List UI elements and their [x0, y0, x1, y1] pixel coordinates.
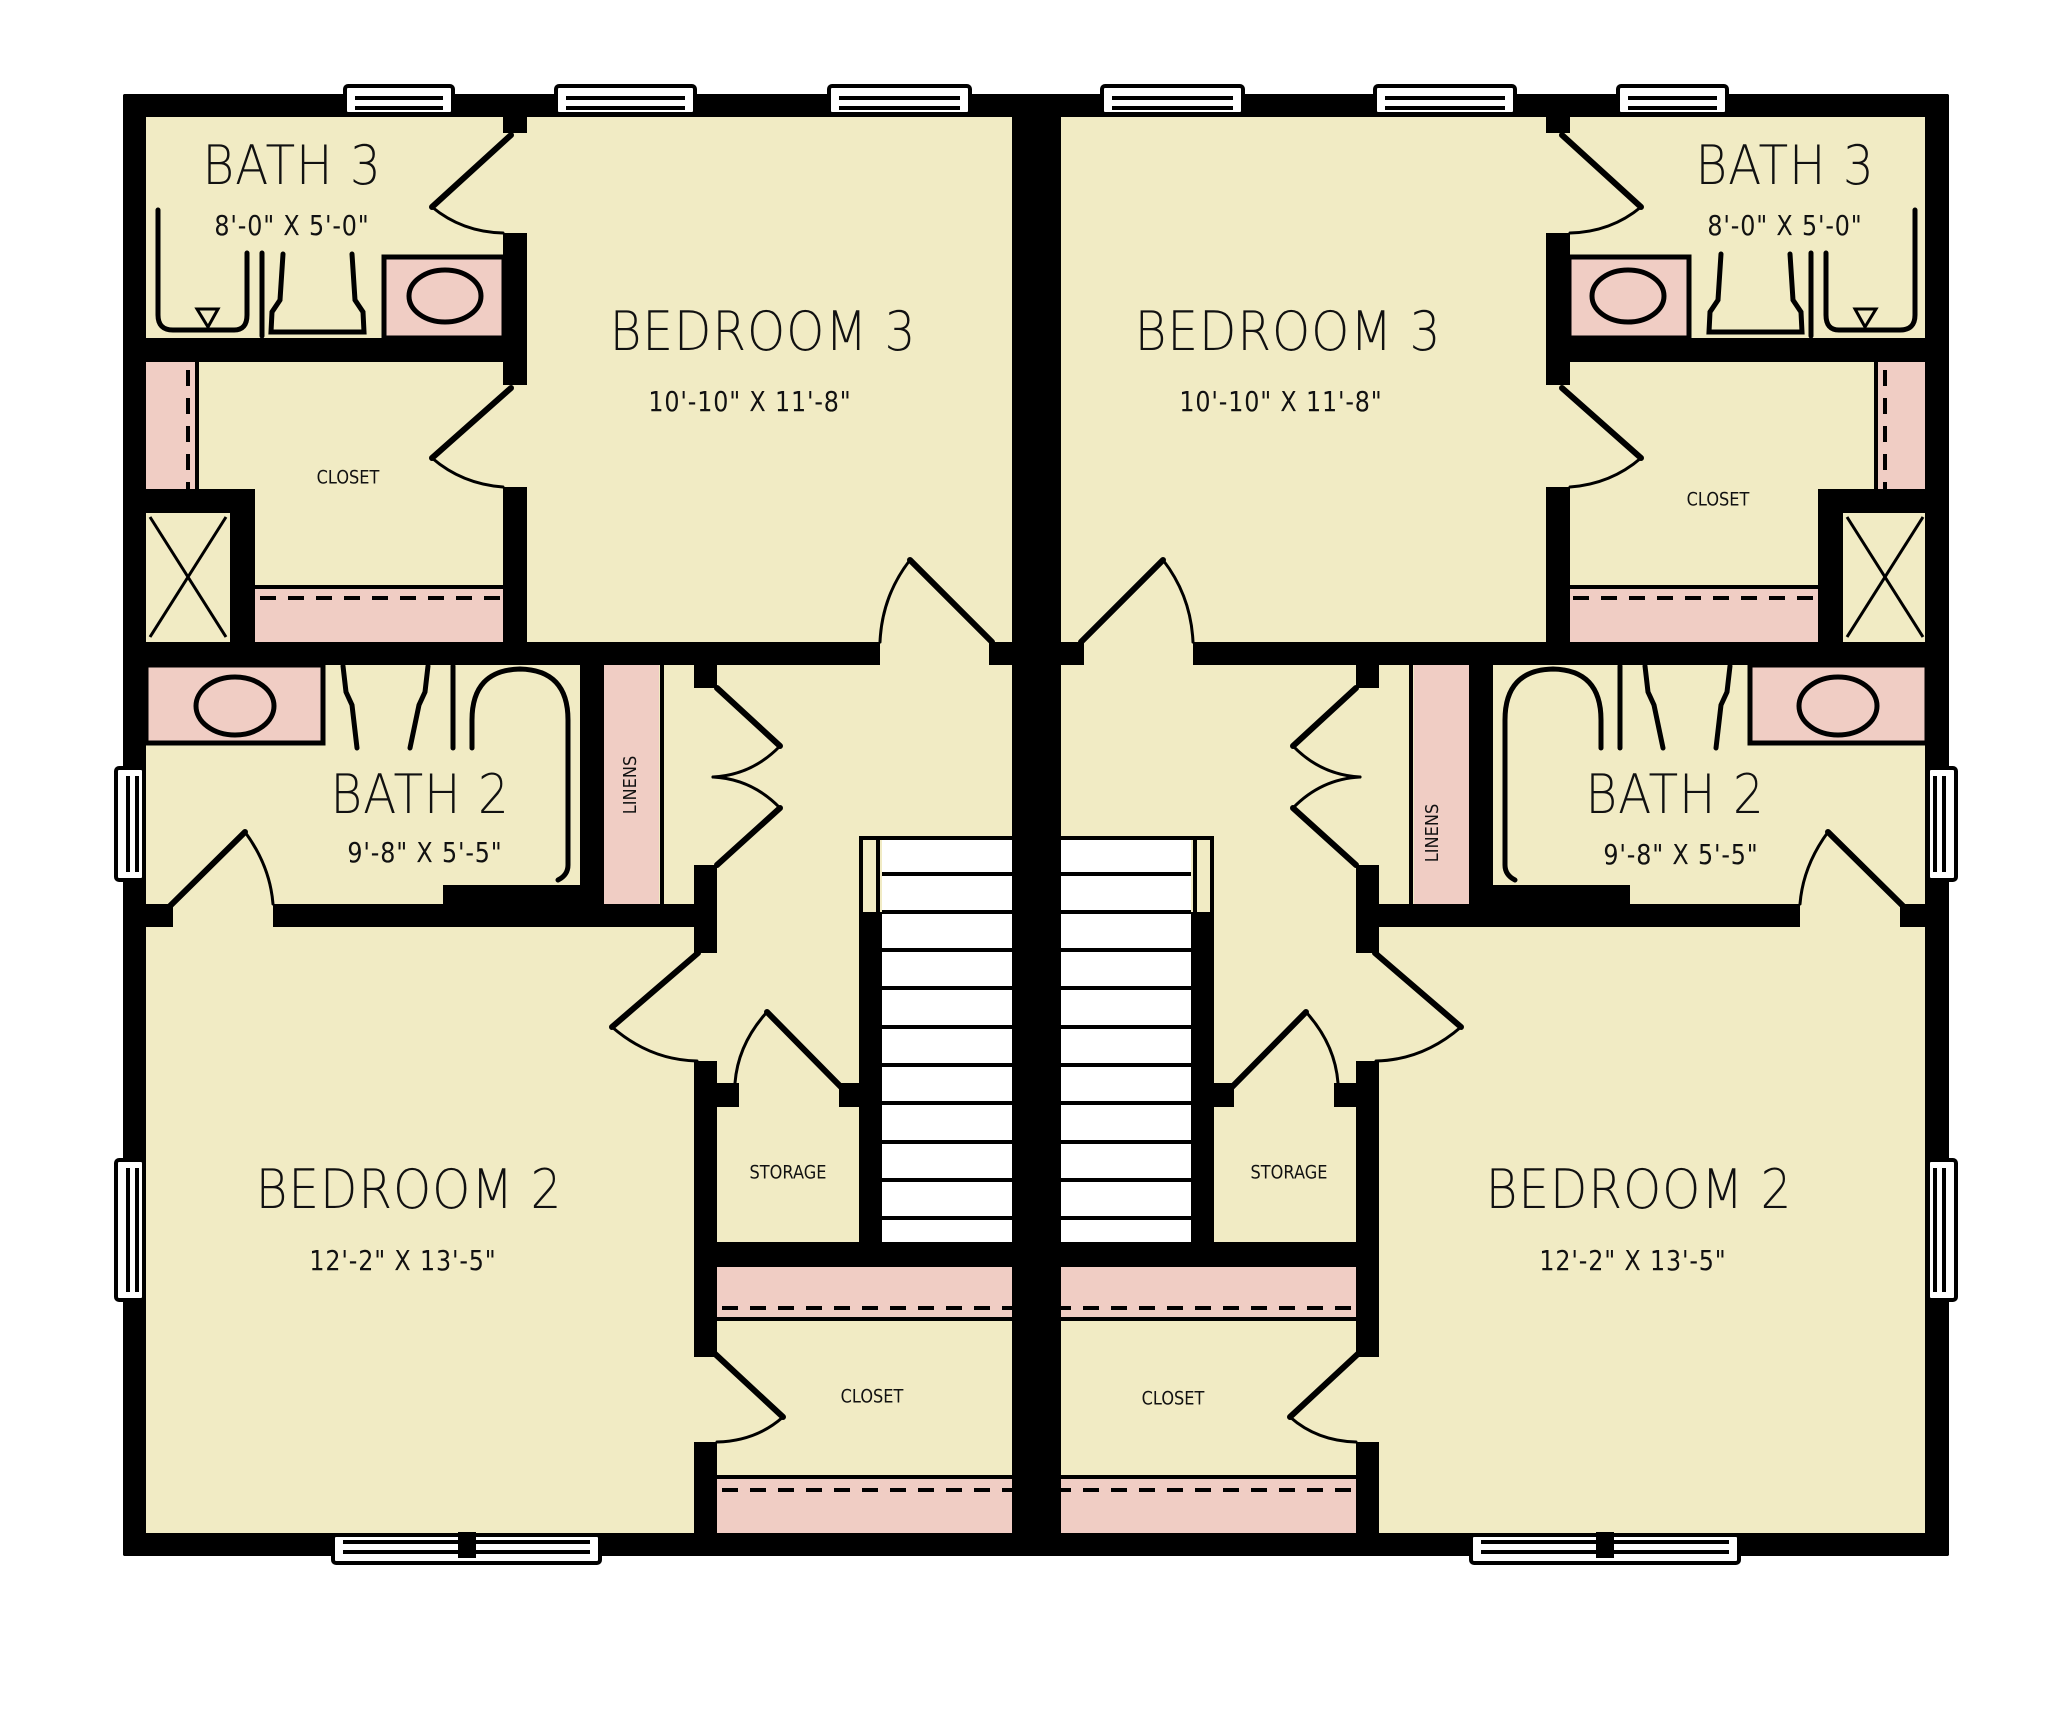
room-label-bath3-left: BATH 3: [202, 134, 382, 197]
windows: [114, 84, 1958, 1565]
room-label-bath3-right: BATH 3: [1695, 134, 1875, 197]
room-dims-bedroom3-left: 10'-10" X 11'-8": [648, 385, 852, 418]
room-label-closet-upper-left: CLOSET: [316, 466, 380, 489]
room-label-bedroom2-right: BEDROOM 2: [1485, 1158, 1793, 1221]
room-dims-bath3-right: 8'-0" X 5'-0": [1707, 209, 1863, 242]
room-dims-bedroom2-left: 12'-2" X 13'-5": [309, 1244, 497, 1277]
room-label-bath2-right: BATH 2: [1585, 763, 1765, 826]
room-label-storage-right: STORAGE: [1250, 1161, 1328, 1184]
room-dims-bath2-left: 9'-8" X 5'-5": [347, 836, 503, 869]
room-label-closet-upper-right: CLOSET: [1686, 488, 1750, 511]
room-label-bedroom3-right: BEDROOM 3: [1134, 300, 1442, 363]
room-label-linens-right: LINENS: [1422, 803, 1443, 863]
room-label-bath2-left: BATH 2: [330, 763, 510, 826]
room-label-bedroom3-left: BEDROOM 3: [609, 300, 917, 363]
room-dims-bedroom3-right: 10'-10" X 11'-8": [1179, 385, 1383, 418]
room-dims-bedroom2-right: 12'-2" X 13'-5": [1539, 1244, 1727, 1277]
room-dims-bath3-left: 8'-0" X 5'-0": [214, 209, 370, 242]
room-label-storage-left: STORAGE: [749, 1161, 827, 1184]
room-label-linens-left: LINENS: [620, 755, 641, 815]
room-label-closet-lower-left: CLOSET: [840, 1385, 904, 1408]
room-label-bedroom2-left: BEDROOM 2: [255, 1158, 563, 1221]
room-dims-bath2-right: 9'-8" X 5'-5": [1603, 838, 1759, 871]
room-label-closet-lower-right: CLOSET: [1141, 1387, 1205, 1410]
